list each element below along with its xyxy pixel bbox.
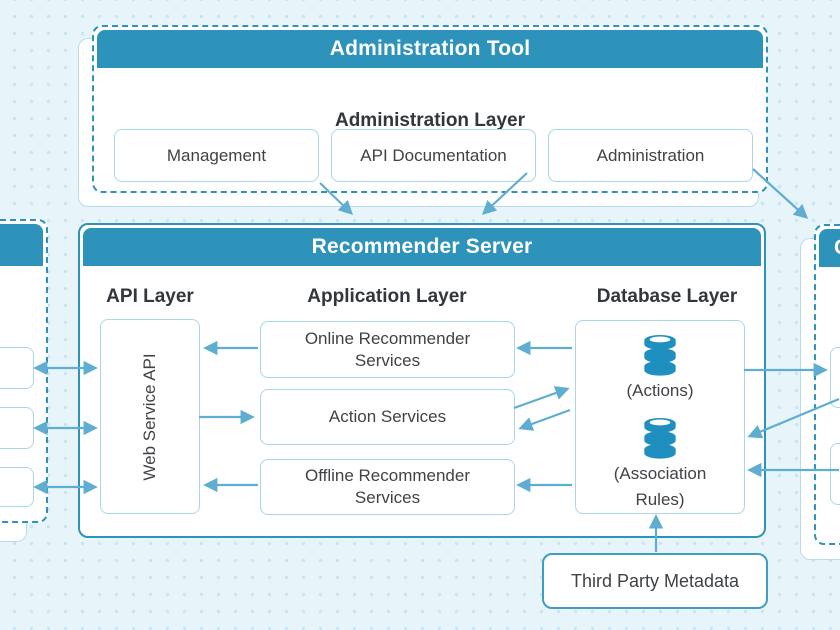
left-client-item-box[interactable] [0, 407, 34, 449]
association-rules-db-label: (Association Rules) [613, 463, 707, 509]
administration-label: Administration [596, 145, 705, 165]
left-client-item-box[interactable] [0, 347, 34, 389]
administration-layer-label: Administration Layer [334, 110, 526, 131]
right-client-item-box[interactable] [830, 347, 840, 408]
online-recommender-services-box[interactable]: Online Recommender Services [260, 321, 515, 378]
database-layer-label: Database Layer [596, 286, 738, 307]
action-services-label: Action Services [328, 407, 447, 426]
online-recommender-services-label: Online Recommender Services [304, 328, 471, 370]
recommender-server-title: Recommender Server [311, 235, 533, 258]
left-client-item-box[interactable] [0, 467, 34, 507]
administration-box[interactable]: Administration [548, 129, 753, 182]
web-service-api-box[interactable]: Web Service API [100, 319, 200, 514]
offline-recommender-services-box[interactable]: Offline Recommender Services [260, 459, 515, 515]
recommender-server-box: Recommender Server API Layer Application… [78, 223, 766, 538]
third-party-metadata-box[interactable]: Third Party Metadata [542, 553, 768, 609]
right-client-title: C [834, 236, 840, 260]
api-layer-label: API Layer [106, 286, 194, 307]
third-party-metadata-label: Third Party Metadata [570, 570, 740, 591]
admin-tool-box: Administration Tool Administration Layer… [92, 25, 768, 193]
right-client-header: C [819, 229, 840, 267]
database-icon [644, 334, 676, 376]
actions-db-label: (Actions) [626, 381, 694, 401]
management-box[interactable]: Management [114, 129, 319, 182]
action-services-box[interactable]: Action Services [260, 389, 515, 445]
api-documentation-box[interactable]: API Documentation [331, 129, 536, 182]
right-client-item-box[interactable] [830, 443, 840, 505]
admin-tool-title: Administration Tool [329, 37, 531, 60]
recommender-server-header: Recommender Server [83, 228, 761, 266]
offline-recommender-services-label: Offline Recommender Services [304, 466, 471, 507]
database-icon [644, 417, 676, 459]
left-client-header [0, 224, 43, 266]
api-documentation-label: API Documentation [360, 145, 507, 165]
management-label: Management [166, 145, 267, 165]
database-layer-box[interactable]: (Actions) (Association Rules) [575, 320, 745, 514]
application-layer-label: Application Layer [307, 286, 467, 307]
admin-tool-header: Administration Tool [97, 30, 763, 68]
web-service-api-label: Web Service API [140, 353, 159, 481]
